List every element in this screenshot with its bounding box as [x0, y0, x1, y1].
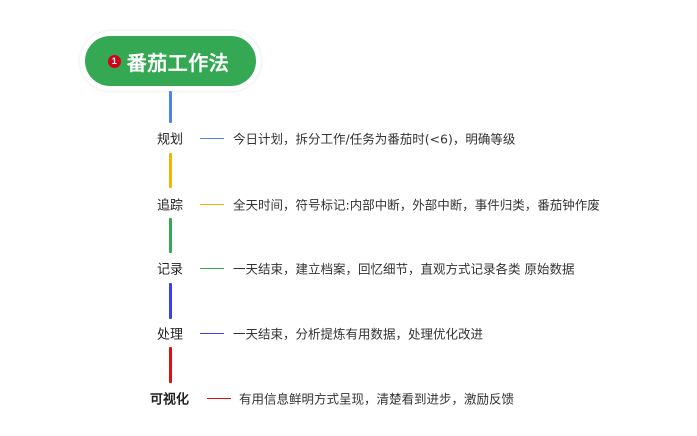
branch-node-recording[interactable]: 记录 — [157, 262, 184, 278]
connector-recording — [169, 218, 172, 253]
branch-desc-visualization[interactable]: 有用信息鲜明方式呈现，清楚看到进步，激励反馈 — [239, 391, 515, 407]
root-node[interactable]: 1 番茄工作法 — [85, 36, 256, 86]
connector-visualization — [169, 347, 172, 383]
priority-badge-icon: 1 — [107, 54, 121, 68]
branch-node-tracking[interactable]: 追踪 — [157, 198, 184, 214]
branch-link-tracking — [200, 204, 224, 205]
root-title: 番茄工作法 — [126, 50, 230, 75]
branch-link-planning — [200, 138, 224, 139]
branch-desc-planning[interactable]: 今日计划，拆分工作/任务为番茄时(<6)，明确等级 — [233, 131, 516, 147]
branch-desc-tracking[interactable]: 全天时间，符号标记:内部中断，外部中断，事件归类，番茄钟作废 — [233, 197, 600, 213]
branch-node-visualization[interactable]: 可视化 — [150, 392, 190, 408]
branch-desc-processing[interactable]: 一天结束，分析提炼有用数据，处理优化改进 — [233, 326, 484, 342]
branch-link-processing — [200, 333, 224, 334]
branch-desc-recording[interactable]: 一天结束，建立档案，回忆细节，直观方式记录各类 原始数据 — [233, 261, 575, 277]
connector-planning — [169, 91, 172, 123]
branch-link-recording — [200, 268, 224, 269]
branch-node-processing[interactable]: 处理 — [157, 327, 184, 343]
branch-link-visualization — [207, 398, 231, 399]
connector-tracking — [169, 153, 172, 188]
branch-node-planning[interactable]: 规划 — [157, 132, 184, 148]
connector-processing — [169, 283, 172, 319]
